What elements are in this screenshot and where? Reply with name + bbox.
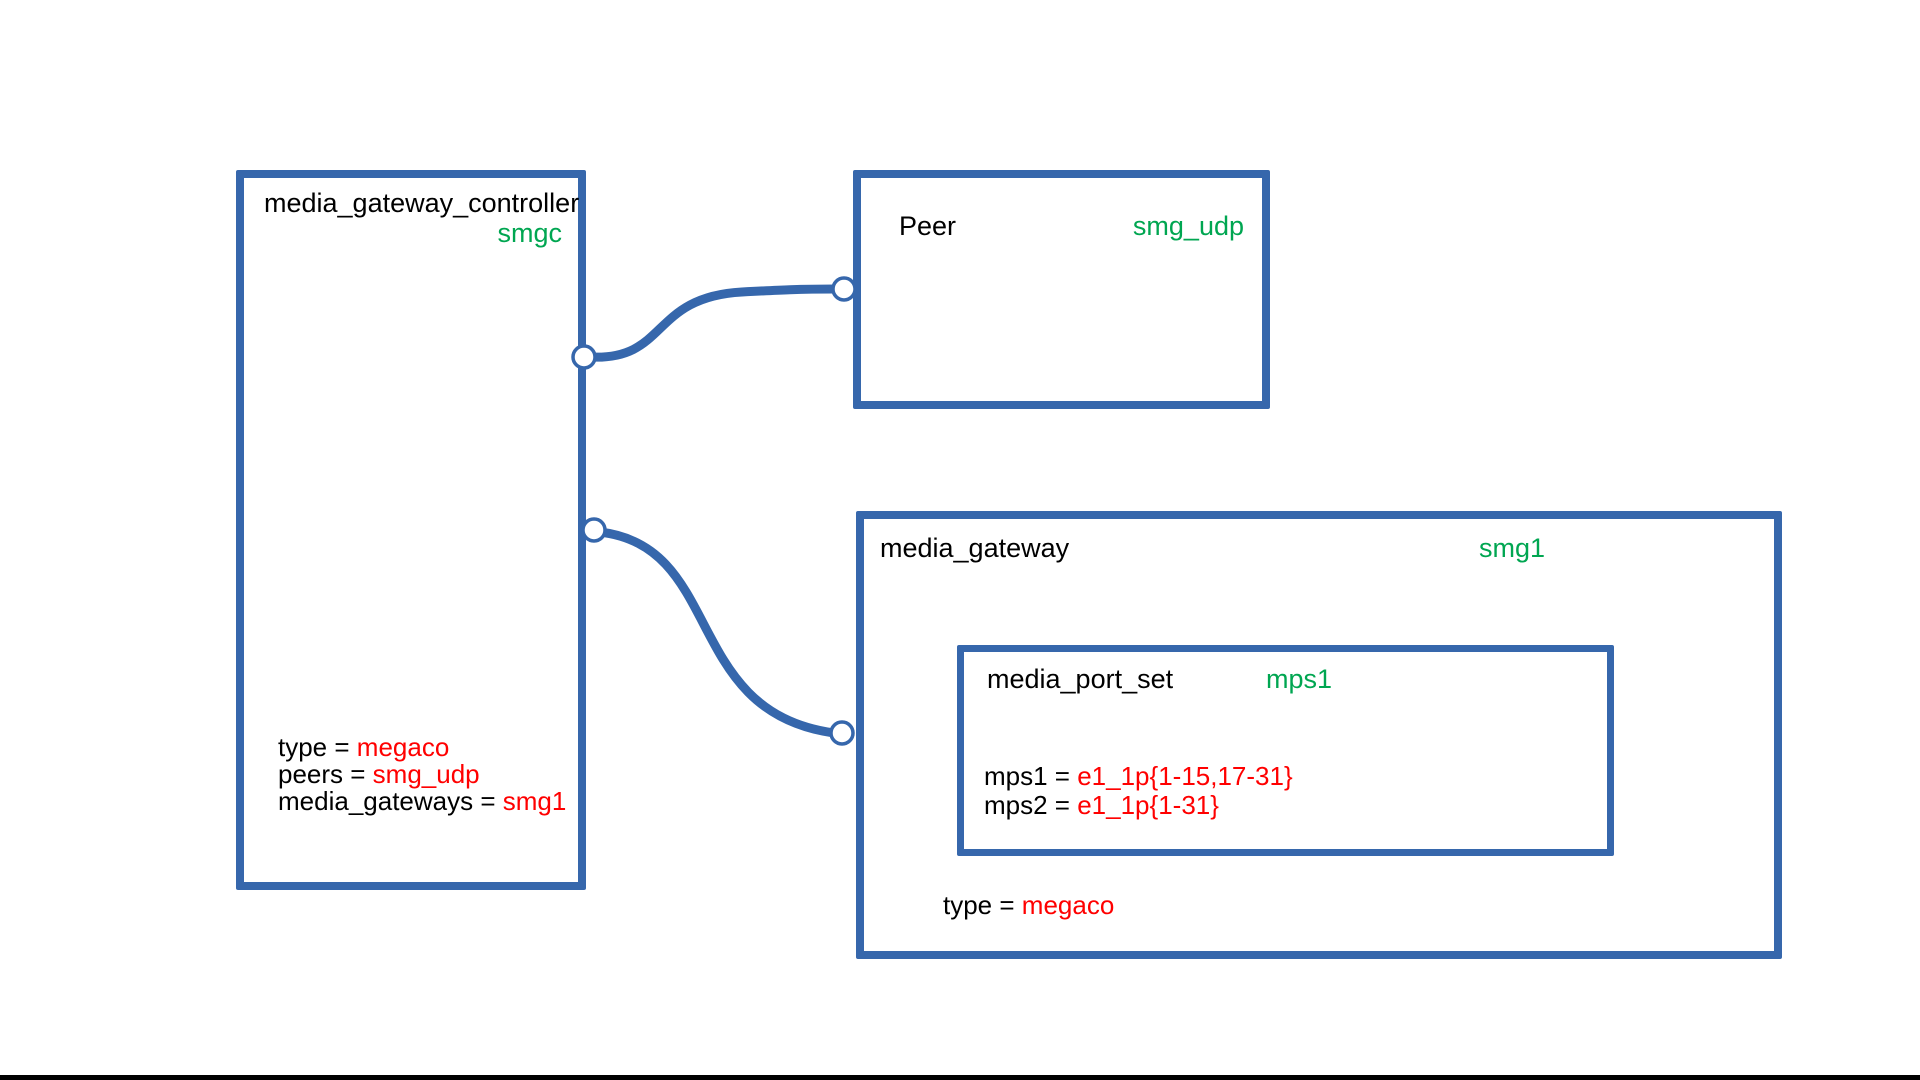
attribute-value: smg_udp xyxy=(372,759,480,789)
attribute-label: mps1 = xyxy=(984,761,1078,791)
node-media-port-set: media_port_set mps1 mps1 = e1_1p{1-15,17… xyxy=(957,645,1614,856)
attribute-label: peers = xyxy=(278,759,373,789)
attribute-label: type = xyxy=(943,890,1022,920)
node-title: Peer xyxy=(899,211,957,241)
attribute-value: e1_1p{1-31} xyxy=(1077,790,1219,820)
node-id-badge: smg_udp xyxy=(1132,211,1244,241)
attribute-row: mps1 = e1_1p{1-15,17-31} xyxy=(984,762,1293,791)
node-title: media_port_set xyxy=(987,664,1174,694)
attribute-row: type = megaco xyxy=(943,891,1114,919)
attribute-value: megaco xyxy=(356,732,450,762)
connection-smgc-to-smgudp xyxy=(585,284,841,362)
attributes-list: mps1 = e1_1p{1-15,17-31} mps2 = e1_1p{1-… xyxy=(984,762,1293,820)
node-peer: Peer smg_udp xyxy=(853,170,1270,409)
connection-smgc-to-smg1 xyxy=(595,527,839,738)
node-id-badge: smg1 xyxy=(1479,533,1546,563)
port-circle-media-gateway xyxy=(829,720,855,746)
attribute-row: peers = smg_udp xyxy=(278,761,566,788)
attribute-row: media_gateways = smg1 xyxy=(278,788,566,815)
port-circle-smgc-lower xyxy=(581,517,607,543)
bottom-black-bar xyxy=(0,1075,1920,1080)
attribute-label: media_gateways = xyxy=(278,786,503,816)
attributes-list: type = megaco peers = smg_udp media_gate… xyxy=(278,734,566,815)
attribute-label: mps2 = xyxy=(984,790,1078,820)
port-circle-peer xyxy=(831,276,857,302)
attribute-value: e1_1p{1-15,17-31} xyxy=(1077,761,1293,791)
node-title: media_gateway_controller xyxy=(264,188,580,218)
attribute-row: mps2 = e1_1p{1-31} xyxy=(984,791,1293,820)
node-id-badge: smgc xyxy=(497,218,562,248)
attribute-value: smg1 xyxy=(502,786,567,816)
node-id-badge: mps1 xyxy=(1266,664,1333,694)
node-media-gateway-controller: media_gateway_controller smgc type = meg… xyxy=(236,170,586,890)
attribute-label: type = xyxy=(278,732,357,762)
attribute-row: type = megaco xyxy=(278,734,566,761)
node-title: media_gateway xyxy=(880,533,1070,563)
attribute-value: megaco xyxy=(1021,890,1115,920)
attributes-list: type = megaco xyxy=(943,891,1114,919)
